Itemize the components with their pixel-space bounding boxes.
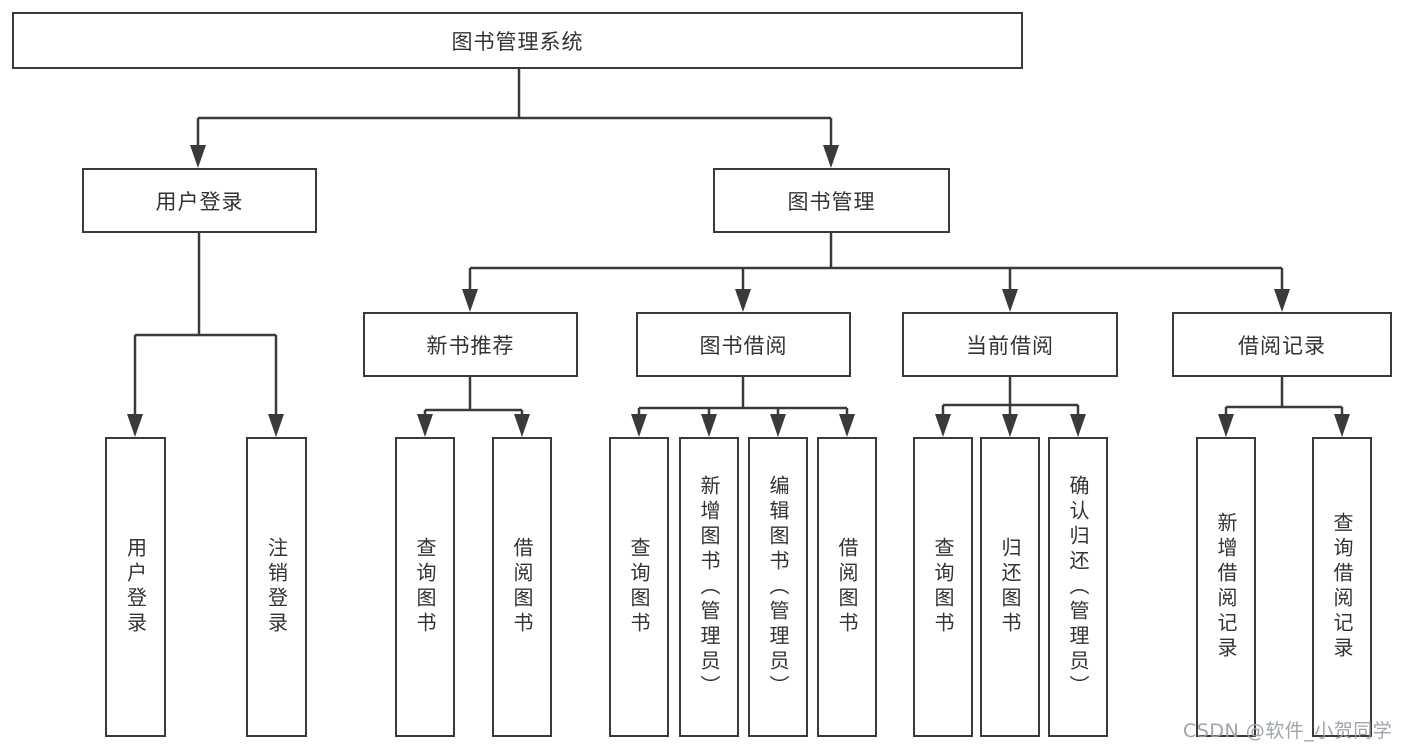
- leaf-edit-book-admin-label: 编辑图书（管理员）: [766, 474, 790, 700]
- leaf-return-book-label: 归还图书: [998, 537, 1022, 637]
- node-book-management: 图书管理: [713, 168, 950, 233]
- leaf-borrow-books-recommend: 借阅图书: [492, 437, 552, 737]
- node-root: 图书管理系统: [12, 12, 1023, 69]
- node-book-borrow: 图书借阅: [636, 312, 851, 377]
- leaf-borrow-books: 借阅图书: [817, 437, 877, 737]
- arrowheads: [127, 145, 1350, 437]
- leaf-add-book-admin-label: 新增图书（管理员）: [697, 474, 721, 700]
- leaf-query-books-borrow: 查询图书: [609, 437, 669, 737]
- leaf-confirm-return-admin-label: 确认归还（管理员）: [1066, 474, 1090, 700]
- leaf-add-book-admin: 新增图书（管理员）: [679, 437, 739, 737]
- leaf-user-login-label: 用户登录: [123, 537, 148, 637]
- leaf-query-borrow-record-label: 查询借阅记录: [1330, 512, 1354, 662]
- leaf-logout: 注销登录: [246, 437, 307, 737]
- leaf-query-books-recommend-label: 查询图书: [413, 537, 437, 637]
- leaf-query-books-current-label: 查询图书: [931, 537, 955, 637]
- leaf-borrow-books-label: 借阅图书: [835, 537, 859, 637]
- leaf-query-borrow-record: 查询借阅记录: [1312, 437, 1372, 737]
- leaf-query-books-borrow-label: 查询图书: [627, 537, 651, 637]
- leaf-query-books-current: 查询图书: [913, 437, 973, 737]
- leaf-add-borrow-record-label: 新增借阅记录: [1214, 512, 1238, 662]
- leaf-edit-book-admin: 编辑图书（管理员）: [748, 437, 808, 737]
- leaf-add-borrow-record: 新增借阅记录: [1196, 437, 1256, 737]
- leaf-query-books-recommend: 查询图书: [395, 437, 455, 737]
- node-new-book-recommend: 新书推荐: [363, 312, 578, 377]
- leaf-return-book: 归还图书: [980, 437, 1040, 737]
- leaf-confirm-return-admin: 确认归还（管理员）: [1048, 437, 1108, 737]
- leaf-borrow-books-recommend-label: 借阅图书: [510, 537, 534, 637]
- node-user-login: 用户登录: [82, 168, 317, 233]
- csdn-watermark: CSDN @软件_小贺同学: [1183, 720, 1393, 742]
- leaf-logout-label: 注销登录: [264, 537, 289, 637]
- leaf-user-login: 用户登录: [105, 437, 166, 737]
- node-borrow-records: 借阅记录: [1172, 312, 1392, 377]
- node-current-borrow: 当前借阅: [902, 312, 1118, 377]
